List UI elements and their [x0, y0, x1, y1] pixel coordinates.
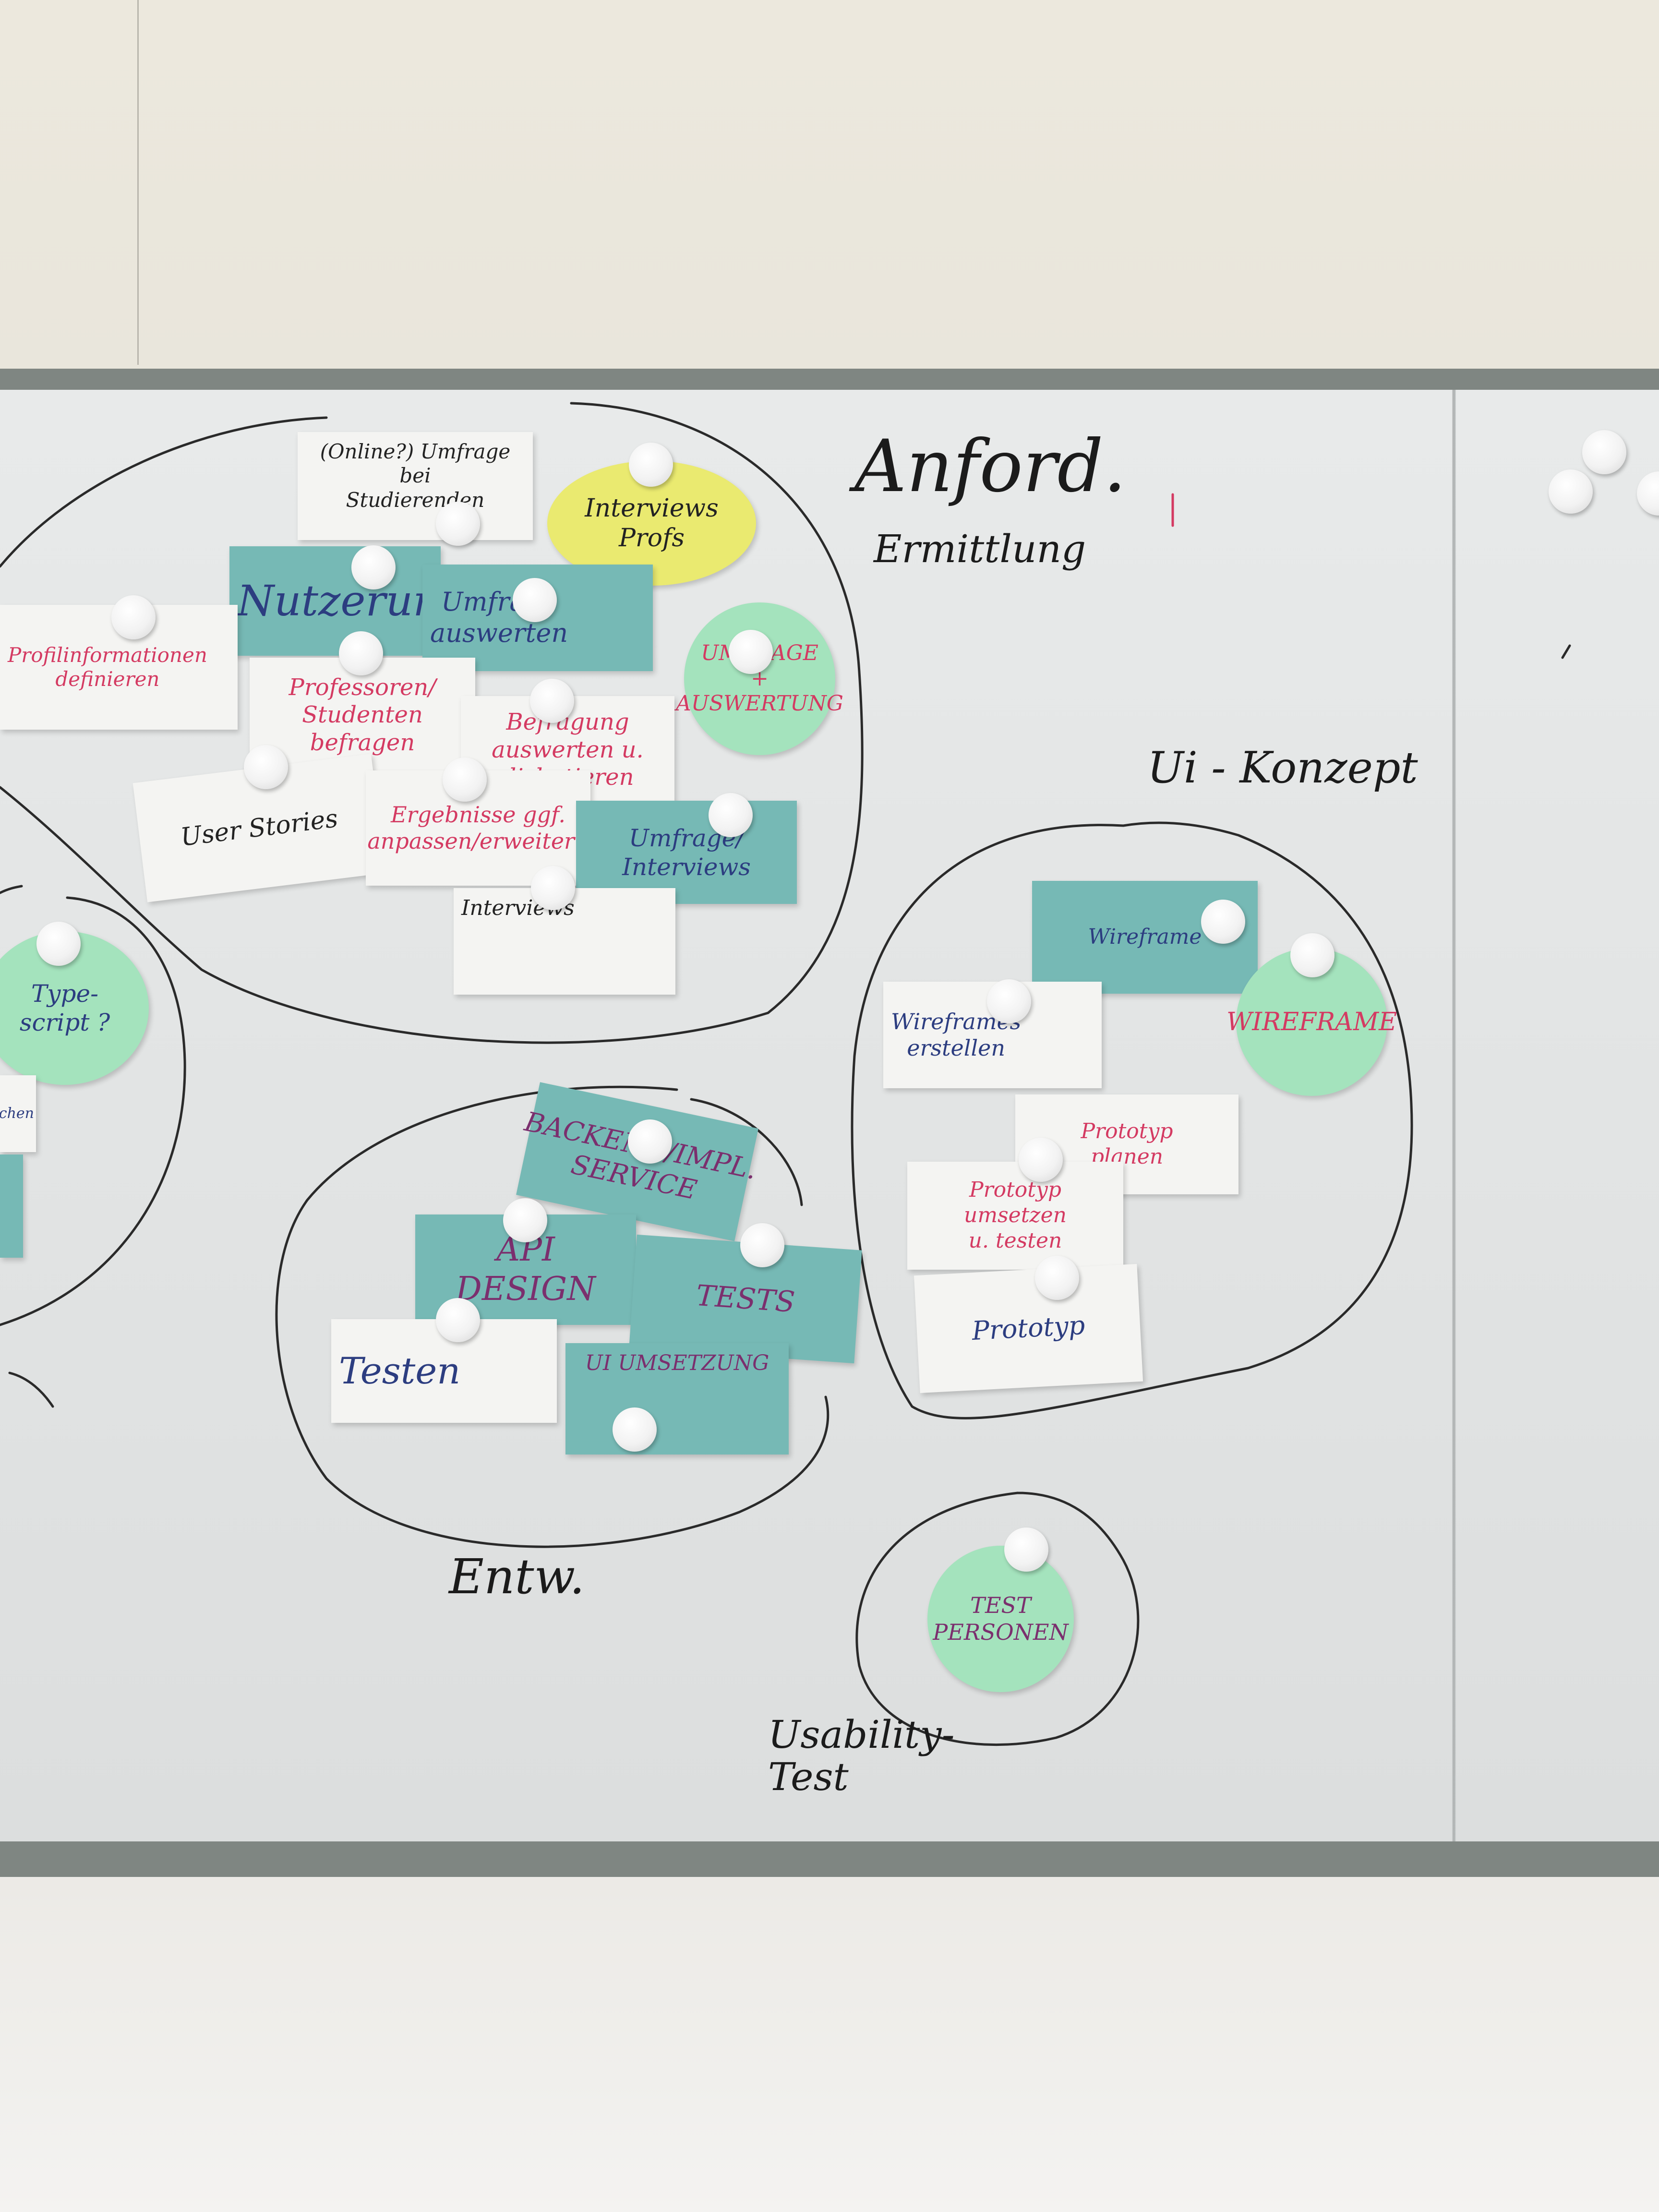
- magnet: [740, 1223, 784, 1267]
- magnet: [1582, 430, 1626, 474]
- magnet: [1201, 900, 1245, 944]
- circle-umfrage-auswertung: UMFRAGE + AUSWERTUNG: [676, 602, 843, 755]
- magnet: [729, 630, 773, 674]
- label-ermittlung: Ermittlung: [874, 527, 1086, 571]
- magnet: [629, 443, 673, 487]
- label-ui-konzept: Ui - Konzept: [1147, 743, 1418, 793]
- floor: [0, 1877, 1659, 2212]
- label-anforderung: Anford.: [854, 425, 1127, 508]
- magnet: [351, 545, 396, 589]
- magnet: [503, 1198, 547, 1242]
- magnet: [244, 745, 288, 789]
- magnet: [436, 502, 480, 546]
- magnet: [1019, 1138, 1063, 1182]
- magnet: [709, 793, 753, 837]
- label-usability-test: Usability- Test: [768, 1712, 955, 1799]
- magnet: [531, 866, 575, 910]
- magnet: [436, 1298, 480, 1342]
- magnet: [1549, 469, 1593, 514]
- circle-test-personen: TEST PERSONEN: [927, 1546, 1074, 1692]
- magnet: [1004, 1527, 1048, 1572]
- magnet: [628, 1119, 672, 1164]
- magnet: [1290, 933, 1334, 977]
- magnet: [339, 631, 383, 675]
- magnet: [443, 757, 487, 802]
- card-partial-chen: chen: [0, 1075, 36, 1152]
- magnet: [513, 578, 557, 622]
- card-nutzerumfrage: Nutzerumfra: [229, 546, 514, 656]
- card-umfrage-interviews: Umfrage/ Interviews: [576, 801, 797, 904]
- wall: [0, 0, 1659, 374]
- magnet: [987, 979, 1031, 1023]
- wall-seam: [137, 0, 139, 365]
- card-testen: Testen: [331, 1319, 557, 1423]
- card-ui-umsetzung: UI UMSETZUNG: [565, 1343, 789, 1455]
- card-partial-teal: [0, 1154, 23, 1258]
- magnet: [1035, 1256, 1079, 1300]
- card-professoren-befragen: Professoren/ Studenten befragen: [250, 658, 475, 773]
- label-entwicklung: Entw.: [449, 1549, 585, 1605]
- magnet: [36, 922, 81, 966]
- whiteboard-panel-seam: [1452, 390, 1456, 1841]
- magnet: [111, 595, 156, 639]
- card-prototyp: Prototyp: [914, 1263, 1143, 1394]
- card-online-umfrage: (Online?) Umfrage bei Studierenden: [298, 432, 533, 540]
- card-prototyp-umsetzen: Prototyp umsetzen u. testen: [907, 1162, 1123, 1270]
- magnet: [613, 1407, 657, 1452]
- magnet: [530, 679, 574, 723]
